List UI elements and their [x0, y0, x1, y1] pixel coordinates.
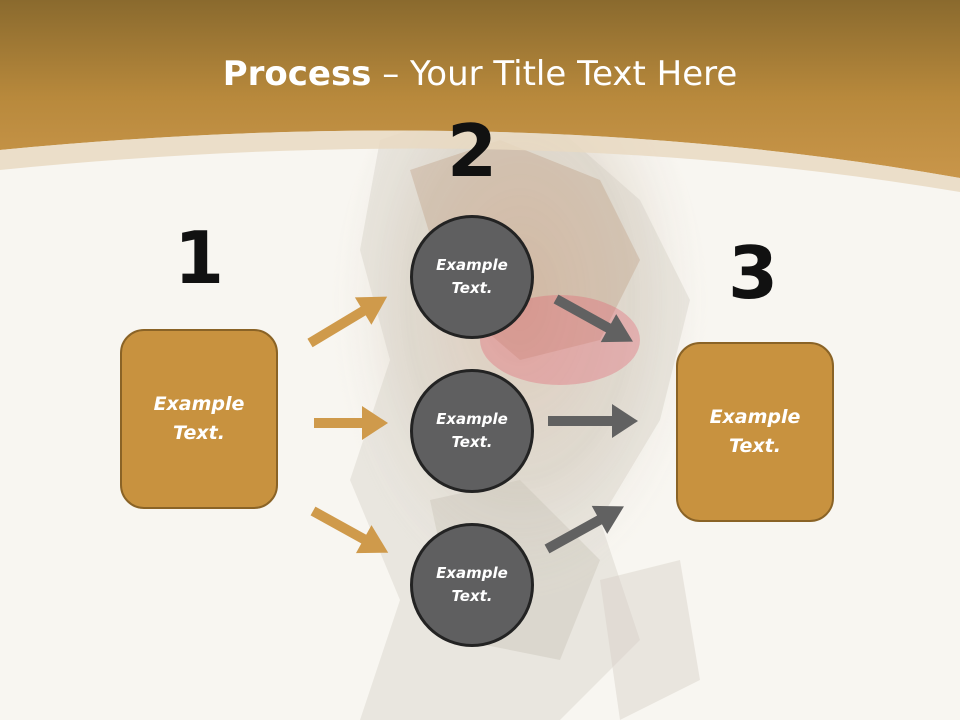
circle-top-text: Example Text.	[436, 256, 508, 297]
gray-arrows	[544, 294, 638, 554]
step-number-2: 2	[446, 109, 498, 193]
title-rest: – Your Title Text Here	[371, 54, 738, 94]
arrow-up-right-icon	[307, 296, 388, 348]
step-box-1: Example Text.	[120, 329, 278, 509]
step-number-3: 3	[727, 231, 779, 315]
header-band	[0, 0, 960, 178]
step-box-1-text: Example Text.	[153, 393, 245, 444]
gold-arrows	[307, 296, 389, 554]
arrow-right-icon	[314, 406, 388, 440]
arrow-down-right-icon	[310, 506, 389, 554]
slide-title: Process – Your Title Text Here	[0, 52, 960, 96]
arrow-down-right-icon	[553, 294, 633, 343]
step-number-1: 1	[173, 216, 225, 300]
step-box-3-text: Example Text.	[709, 406, 801, 457]
circle-middle-text: Example Text.	[436, 410, 508, 451]
title-bold: Process	[222, 54, 372, 94]
circle-top: Example Text.	[410, 215, 534, 339]
circle-middle: Example Text.	[410, 369, 534, 493]
circle-bottom-text: Example Text.	[436, 564, 508, 605]
step-box-3: Example Text.	[676, 342, 834, 522]
arrow-right-icon	[548, 404, 638, 438]
header-swoosh	[0, 130, 960, 192]
arrow-up-right-icon	[544, 505, 624, 554]
circle-bottom: Example Text.	[410, 523, 534, 647]
